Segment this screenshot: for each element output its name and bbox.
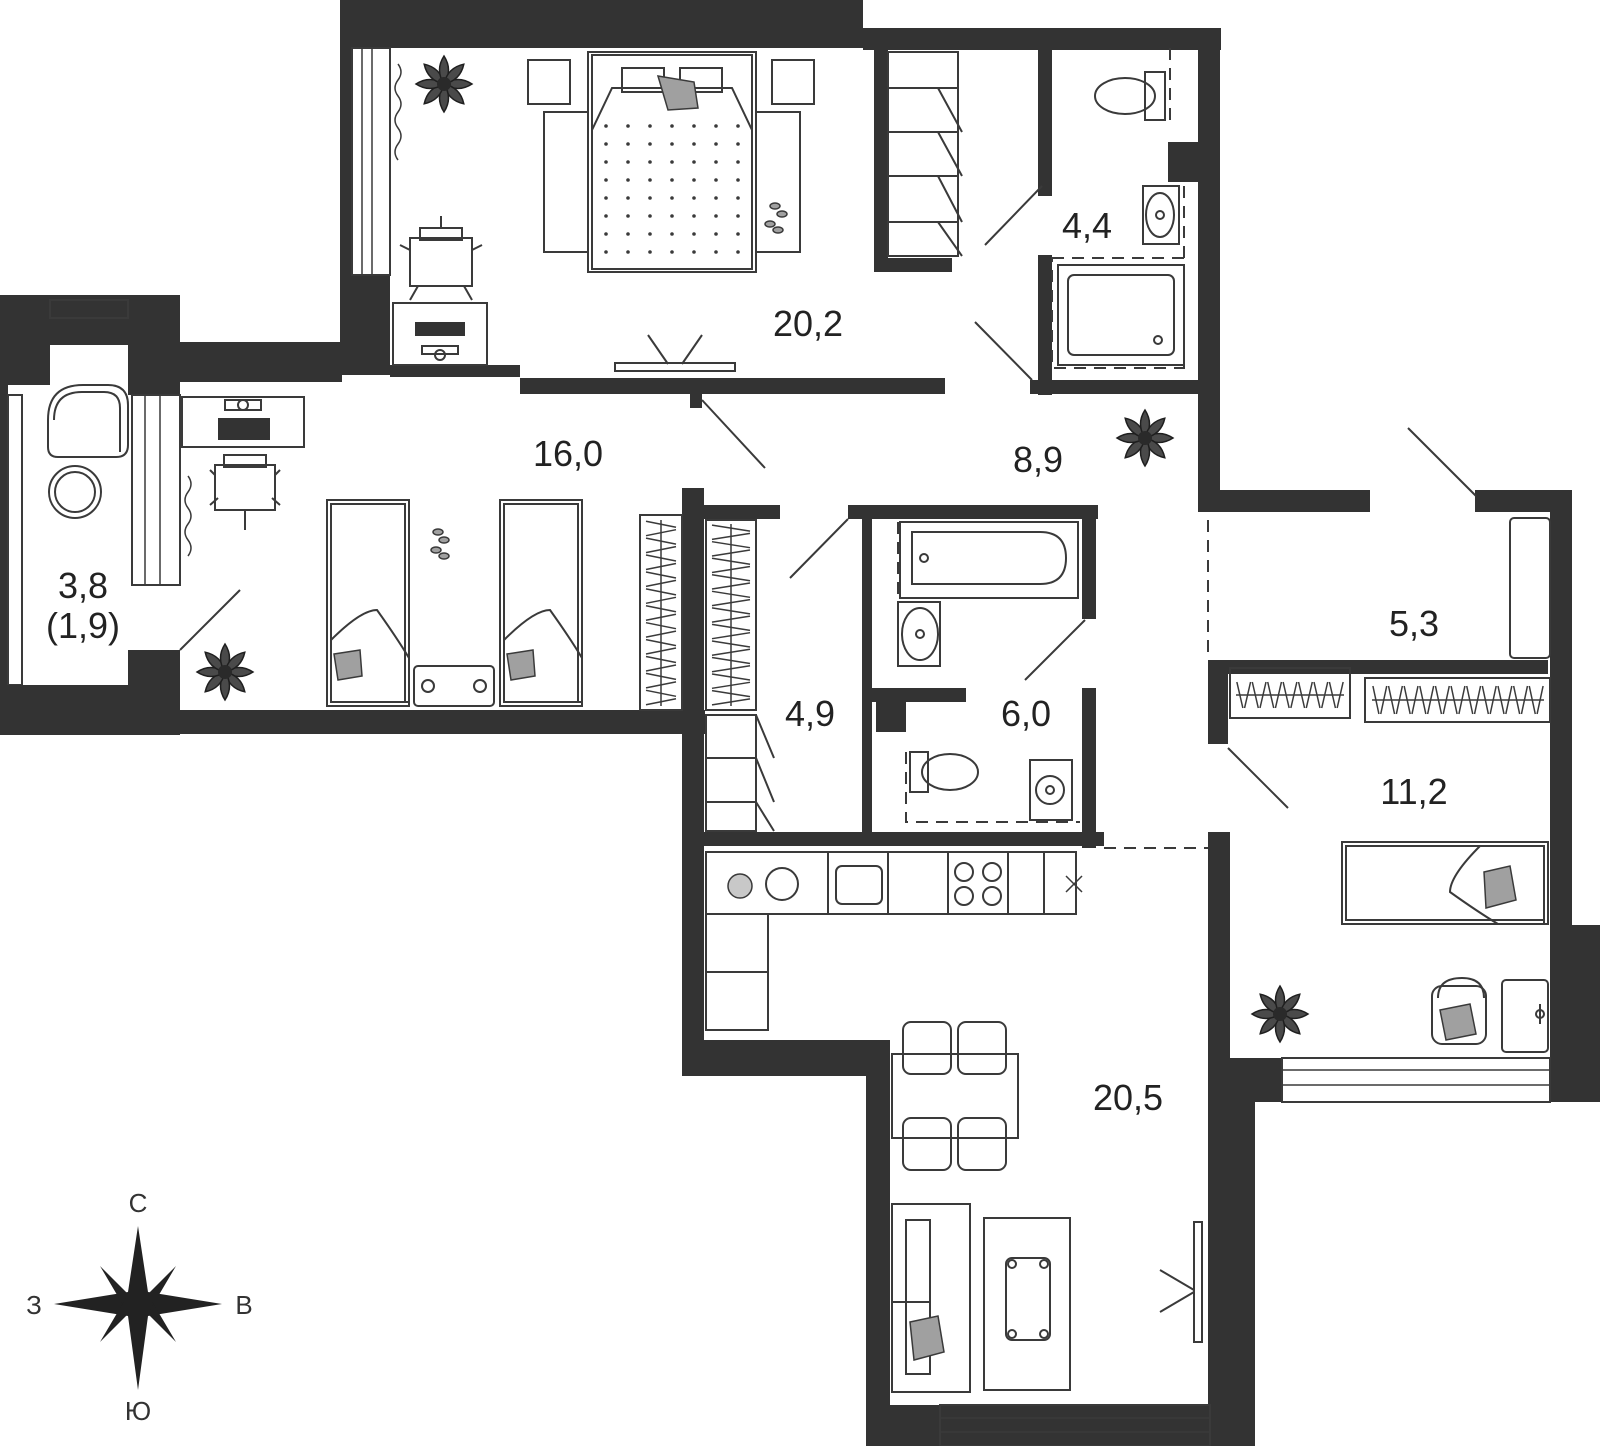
plant-icon: [1250, 984, 1310, 1044]
area-label-balcony: 3,8: [58, 565, 108, 606]
compass: С Ю З В: [26, 1188, 253, 1426]
kitchen-living-furniture: [705, 851, 1203, 1393]
compass-south-label: Ю: [125, 1396, 151, 1426]
area-label-hallway: 8,9: [1013, 439, 1063, 480]
wardrobe-fixtures: [705, 519, 775, 832]
bedroom-second-furniture: [181, 396, 683, 711]
bathroom-small-fixtures: [1051, 71, 1185, 369]
area-label-bedroom-master: 20,2: [773, 303, 843, 344]
compass-north-label: С: [129, 1188, 148, 1218]
plant-icon: [195, 642, 255, 702]
area-label-bedroom-second: 16,0: [533, 433, 603, 474]
area-label-storage: 5,3: [1389, 603, 1439, 644]
balcony-furniture: [47, 384, 129, 519]
bedroom-third-furniture: [1341, 841, 1549, 1053]
plant-icon: [414, 54, 474, 114]
area-label-bedroom-third: 11,2: [1380, 771, 1447, 812]
closet-master: [887, 51, 963, 257]
storage-fixtures: [1229, 517, 1551, 723]
compass-rose-icon: [54, 1226, 222, 1390]
area-label-wardrobe: 4,9: [785, 693, 835, 734]
master-bedroom-furniture: [392, 51, 815, 372]
area-label-balcony-reduced: (1,9): [46, 605, 120, 646]
plant-icon: [1115, 408, 1175, 468]
plants: [195, 54, 1310, 1044]
area-label-bathroom-large: 6,0: [1001, 693, 1051, 734]
bathroom-large-fixtures: [897, 521, 1080, 823]
compass-west-label: З: [26, 1290, 42, 1320]
area-label-kitchen-living: 20,5: [1093, 1077, 1163, 1118]
compass-east-label: В: [235, 1290, 252, 1320]
doors: [179, 48, 1477, 849]
area-label-bathroom-small: 4,4: [1062, 205, 1112, 246]
room-labels: 20,2 4,4 16,0 8,9 3,8 (1,9) 4,9 6,0 5,3 …: [46, 205, 1448, 1118]
